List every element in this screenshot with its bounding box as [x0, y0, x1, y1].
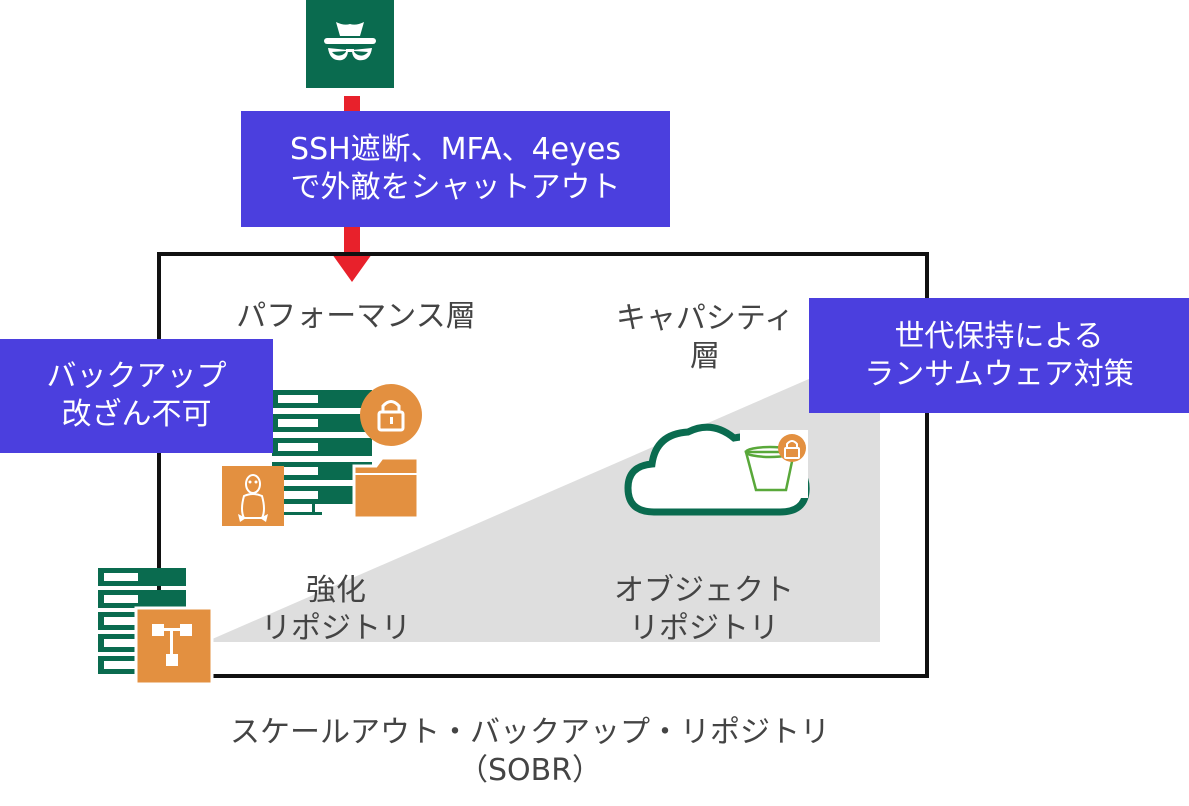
capacity-line-2: 層 [690, 339, 720, 374]
hardened-repo-label: 強化 リポジトリ [246, 572, 426, 648]
immutable-line-1: バックアップ [46, 359, 227, 394]
capacity-tier-label: キャパシティ 層 [600, 300, 810, 376]
retention-callout: 世代保持による ランサムウェア対策 [809, 298, 1189, 413]
hardened-line-2: リポジトリ [261, 611, 411, 646]
hacker-icon [306, 0, 394, 88]
performance-tier-label: パフォーマンス層 [236, 299, 476, 334]
shutout-callout: SSH遮断、MFA、4eyes で外敵をシャットアウト [241, 111, 670, 227]
hardened-line-1: 強化 [306, 573, 366, 608]
retention-line-2: ランサムウェア対策 [864, 356, 1134, 392]
capacity-line-1: キャパシティ [615, 301, 795, 336]
sobr-abbr: （SOBR） [457, 753, 603, 788]
object-line-1: オブジェクト [614, 573, 794, 608]
shutout-line-2: で外敵をシャットアウト [290, 170, 621, 205]
sobr-repository-icon [98, 568, 214, 686]
sobr-frame [157, 252, 929, 678]
object-line-2: リポジトリ [629, 611, 779, 646]
bucket-lock-icon [740, 430, 808, 498]
folder-icon [352, 456, 420, 520]
immutable-line-2: 改ざん不可 [61, 397, 212, 432]
retention-line-1: 世代保持による [894, 318, 1104, 354]
linux-penguin-icon [222, 466, 284, 526]
lock-icon [360, 384, 422, 446]
sobr-name: スケールアウト・バックアップ・リポジトリ [230, 715, 830, 750]
shutout-line-1: SSH遮断、MFA、4eyes [290, 132, 621, 167]
immutable-callout: バックアップ 改ざん不可 [0, 339, 273, 453]
object-repo-label: オブジェクト リポジトリ [594, 572, 814, 648]
sobr-caption: スケールアウト・バックアップ・リポジトリ （SOBR） [200, 714, 860, 790]
